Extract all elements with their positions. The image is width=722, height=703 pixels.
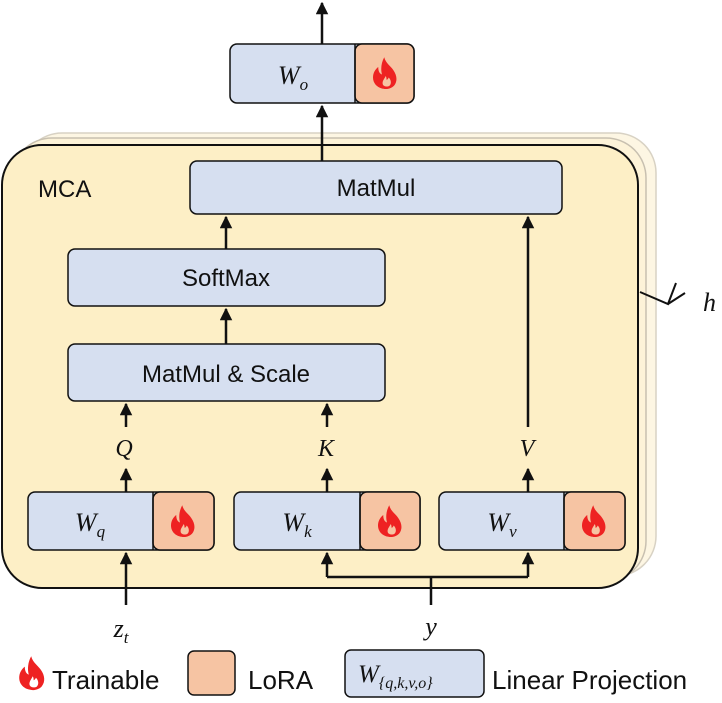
legend-trainable: Trainable	[52, 665, 159, 695]
softmax-block: SoftMax	[67, 248, 386, 307]
legend-w-label: W{q,k,v,o}	[358, 661, 433, 692]
wv-label: Wv	[487, 508, 517, 541]
wq-label: Wq	[75, 508, 106, 541]
matmul-scale-block: MatMul & Scale	[67, 343, 386, 402]
wo-block: Wo	[229, 43, 415, 104]
matmul-scale-label: MatMul & Scale	[142, 361, 310, 388]
v-label: V	[520, 436, 537, 462]
heads-bracket	[639, 282, 677, 306]
q-label: Q	[115, 436, 132, 462]
wq-block: Wq	[27, 491, 215, 551]
legend: Trainable LoRA W{q,k,v,o} Linear Project…	[19, 649, 687, 698]
legend-linear-projection: Linear Projection	[492, 665, 687, 695]
y-label: y	[422, 612, 437, 641]
wo-label: Wo	[278, 61, 308, 94]
mca-label: MCA	[38, 176, 91, 203]
heads-label: h	[703, 288, 716, 317]
wk-block: Wk	[233, 491, 421, 551]
k-label: K	[317, 436, 336, 462]
softmax-label: SoftMax	[182, 265, 270, 292]
heads-tick	[667, 292, 686, 305]
wk-label: Wk	[282, 508, 312, 541]
flame-icon	[19, 656, 45, 691]
wv-block: Wv	[438, 491, 626, 551]
legend-lora: LoRA	[248, 665, 314, 695]
matmul-block: MatMul	[189, 160, 563, 215]
matmul-label: MatMul	[337, 175, 416, 202]
legend-lora-swatch	[187, 650, 236, 696]
legend-linear-swatch	[344, 649, 485, 698]
zt-label: zt	[113, 614, 130, 647]
